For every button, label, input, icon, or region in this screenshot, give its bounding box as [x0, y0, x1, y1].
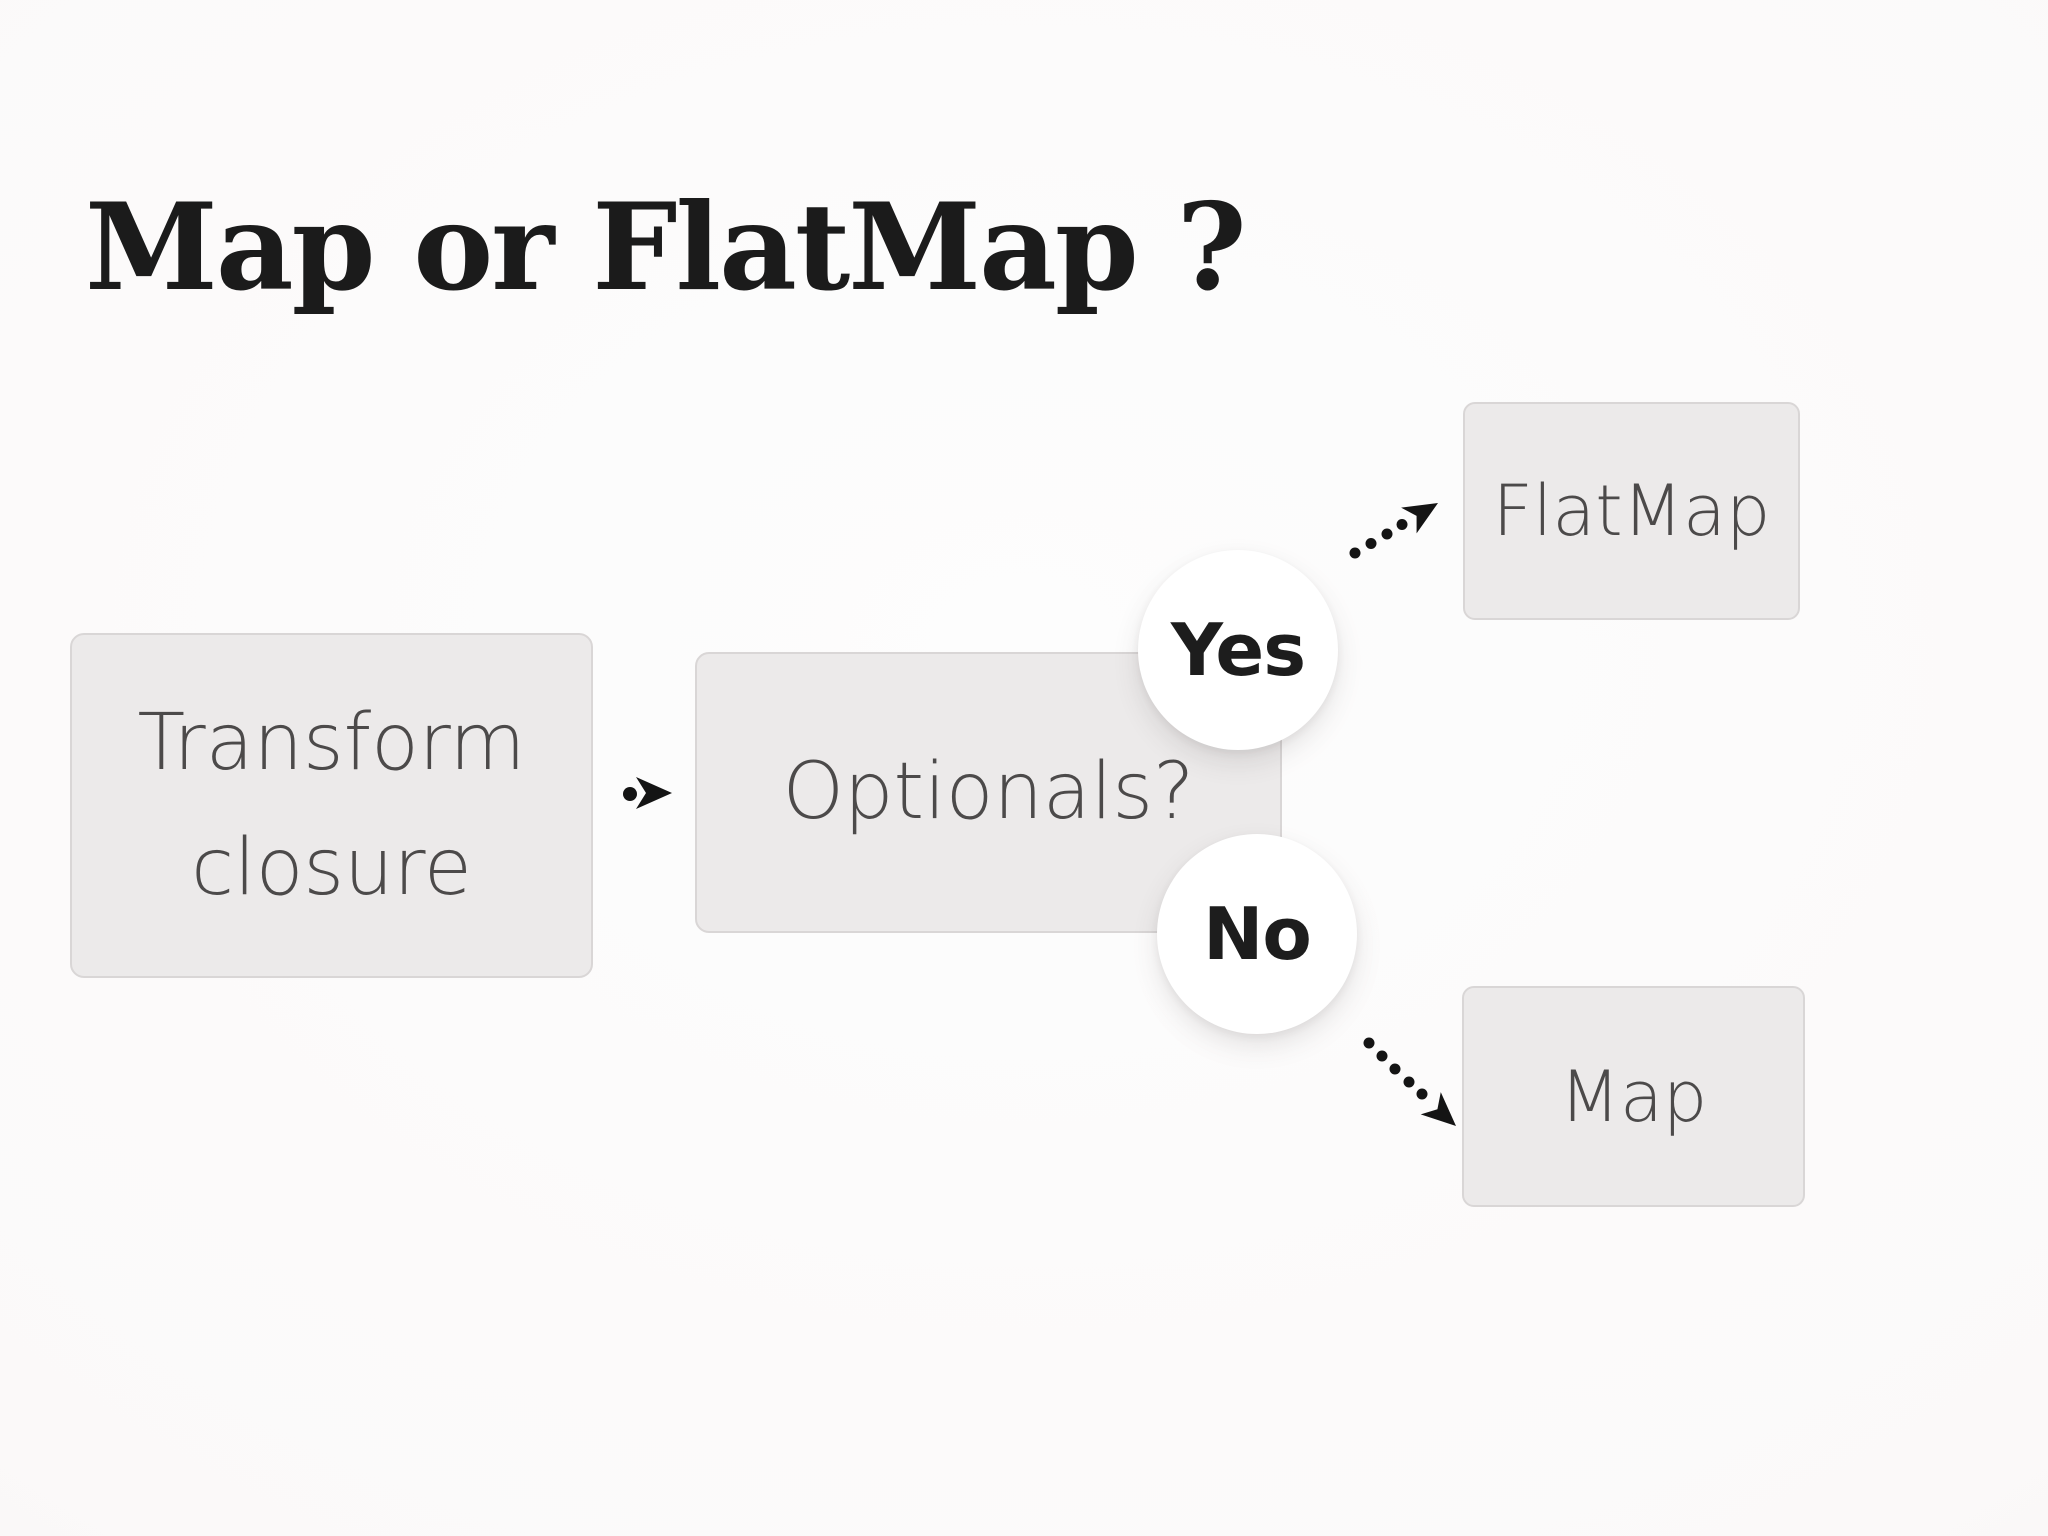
- decision-no-badge: No: [1157, 834, 1357, 1034]
- decision-yes-label: Yes: [1170, 608, 1306, 692]
- node-map-label: Map: [1559, 1055, 1708, 1138]
- node-map: Map: [1462, 986, 1805, 1207]
- no-arrow-icon: [1363, 1037, 1456, 1126]
- yes-arrow-icon: [1349, 503, 1438, 559]
- node-flatmap: FlatMap: [1463, 402, 1800, 620]
- node-transform-closure-label: Transform closure: [137, 697, 526, 913]
- decision-yes-badge: Yes: [1138, 550, 1338, 750]
- flow-arrow-icon: [623, 777, 672, 809]
- decision-no-label: No: [1203, 892, 1312, 976]
- node-optionals-label: Optionals?: [782, 747, 1195, 838]
- page-title: Map or FlatMap ?: [85, 177, 1247, 318]
- node-transform-closure: Transform closure: [70, 633, 593, 978]
- node-flatmap-label: FlatMap: [1492, 470, 1771, 552]
